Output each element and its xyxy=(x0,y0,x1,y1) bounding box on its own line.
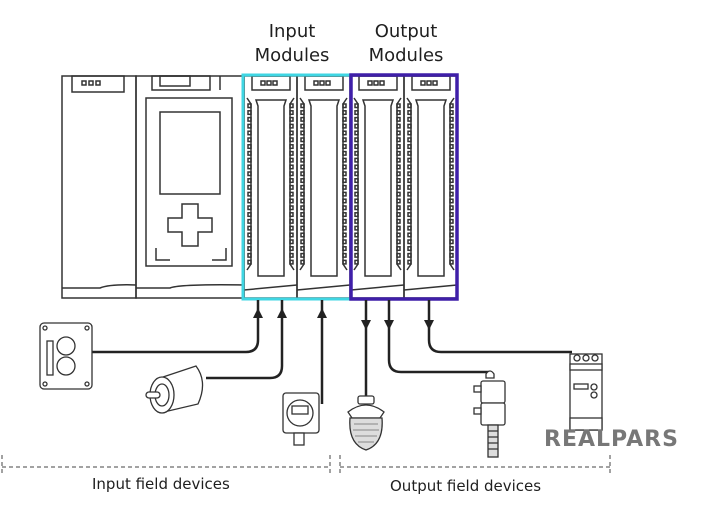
arrow-up-icon xyxy=(253,308,263,318)
solenoid-valve-icon xyxy=(473,370,506,458)
pushbutton-station-icon xyxy=(39,322,93,390)
realpars-logo: REALPARS xyxy=(544,427,679,452)
output-field-devices-label: Output field devices xyxy=(390,477,542,495)
output-module xyxy=(403,75,458,299)
input-module xyxy=(243,75,298,299)
output-modules-title-line1: Output xyxy=(374,21,438,42)
output-modules-title: Output Modules xyxy=(346,20,466,68)
beacon-light-icon xyxy=(347,395,385,451)
wire-pushbutton xyxy=(92,300,260,354)
input-modules-title-line2: Modules xyxy=(254,45,330,66)
motor-starter-icon xyxy=(569,353,603,431)
output-modules-title-line2: Modules xyxy=(368,45,444,66)
input-modules-title: Input Modules xyxy=(232,20,352,68)
wire-starter xyxy=(427,300,572,354)
arrow-up-icon xyxy=(277,308,287,318)
arrow-down-icon xyxy=(424,320,434,330)
arrow-up-icon xyxy=(317,308,327,318)
wire-valve xyxy=(387,300,490,374)
arrow-down-icon xyxy=(384,320,394,330)
cpu-module xyxy=(135,75,245,299)
input-field-devices-label: Input field devices xyxy=(92,475,230,493)
power-supply-module xyxy=(61,75,137,299)
rotary-encoder-icon xyxy=(145,365,204,414)
input-module xyxy=(296,75,351,299)
wire-encoder xyxy=(206,300,284,380)
input-modules-title-line1: Input xyxy=(268,21,316,42)
sensor-transmitter-icon xyxy=(282,392,320,446)
arrow-down-icon xyxy=(361,320,371,330)
output-module xyxy=(350,75,405,299)
output-modules-highlight xyxy=(349,73,459,301)
